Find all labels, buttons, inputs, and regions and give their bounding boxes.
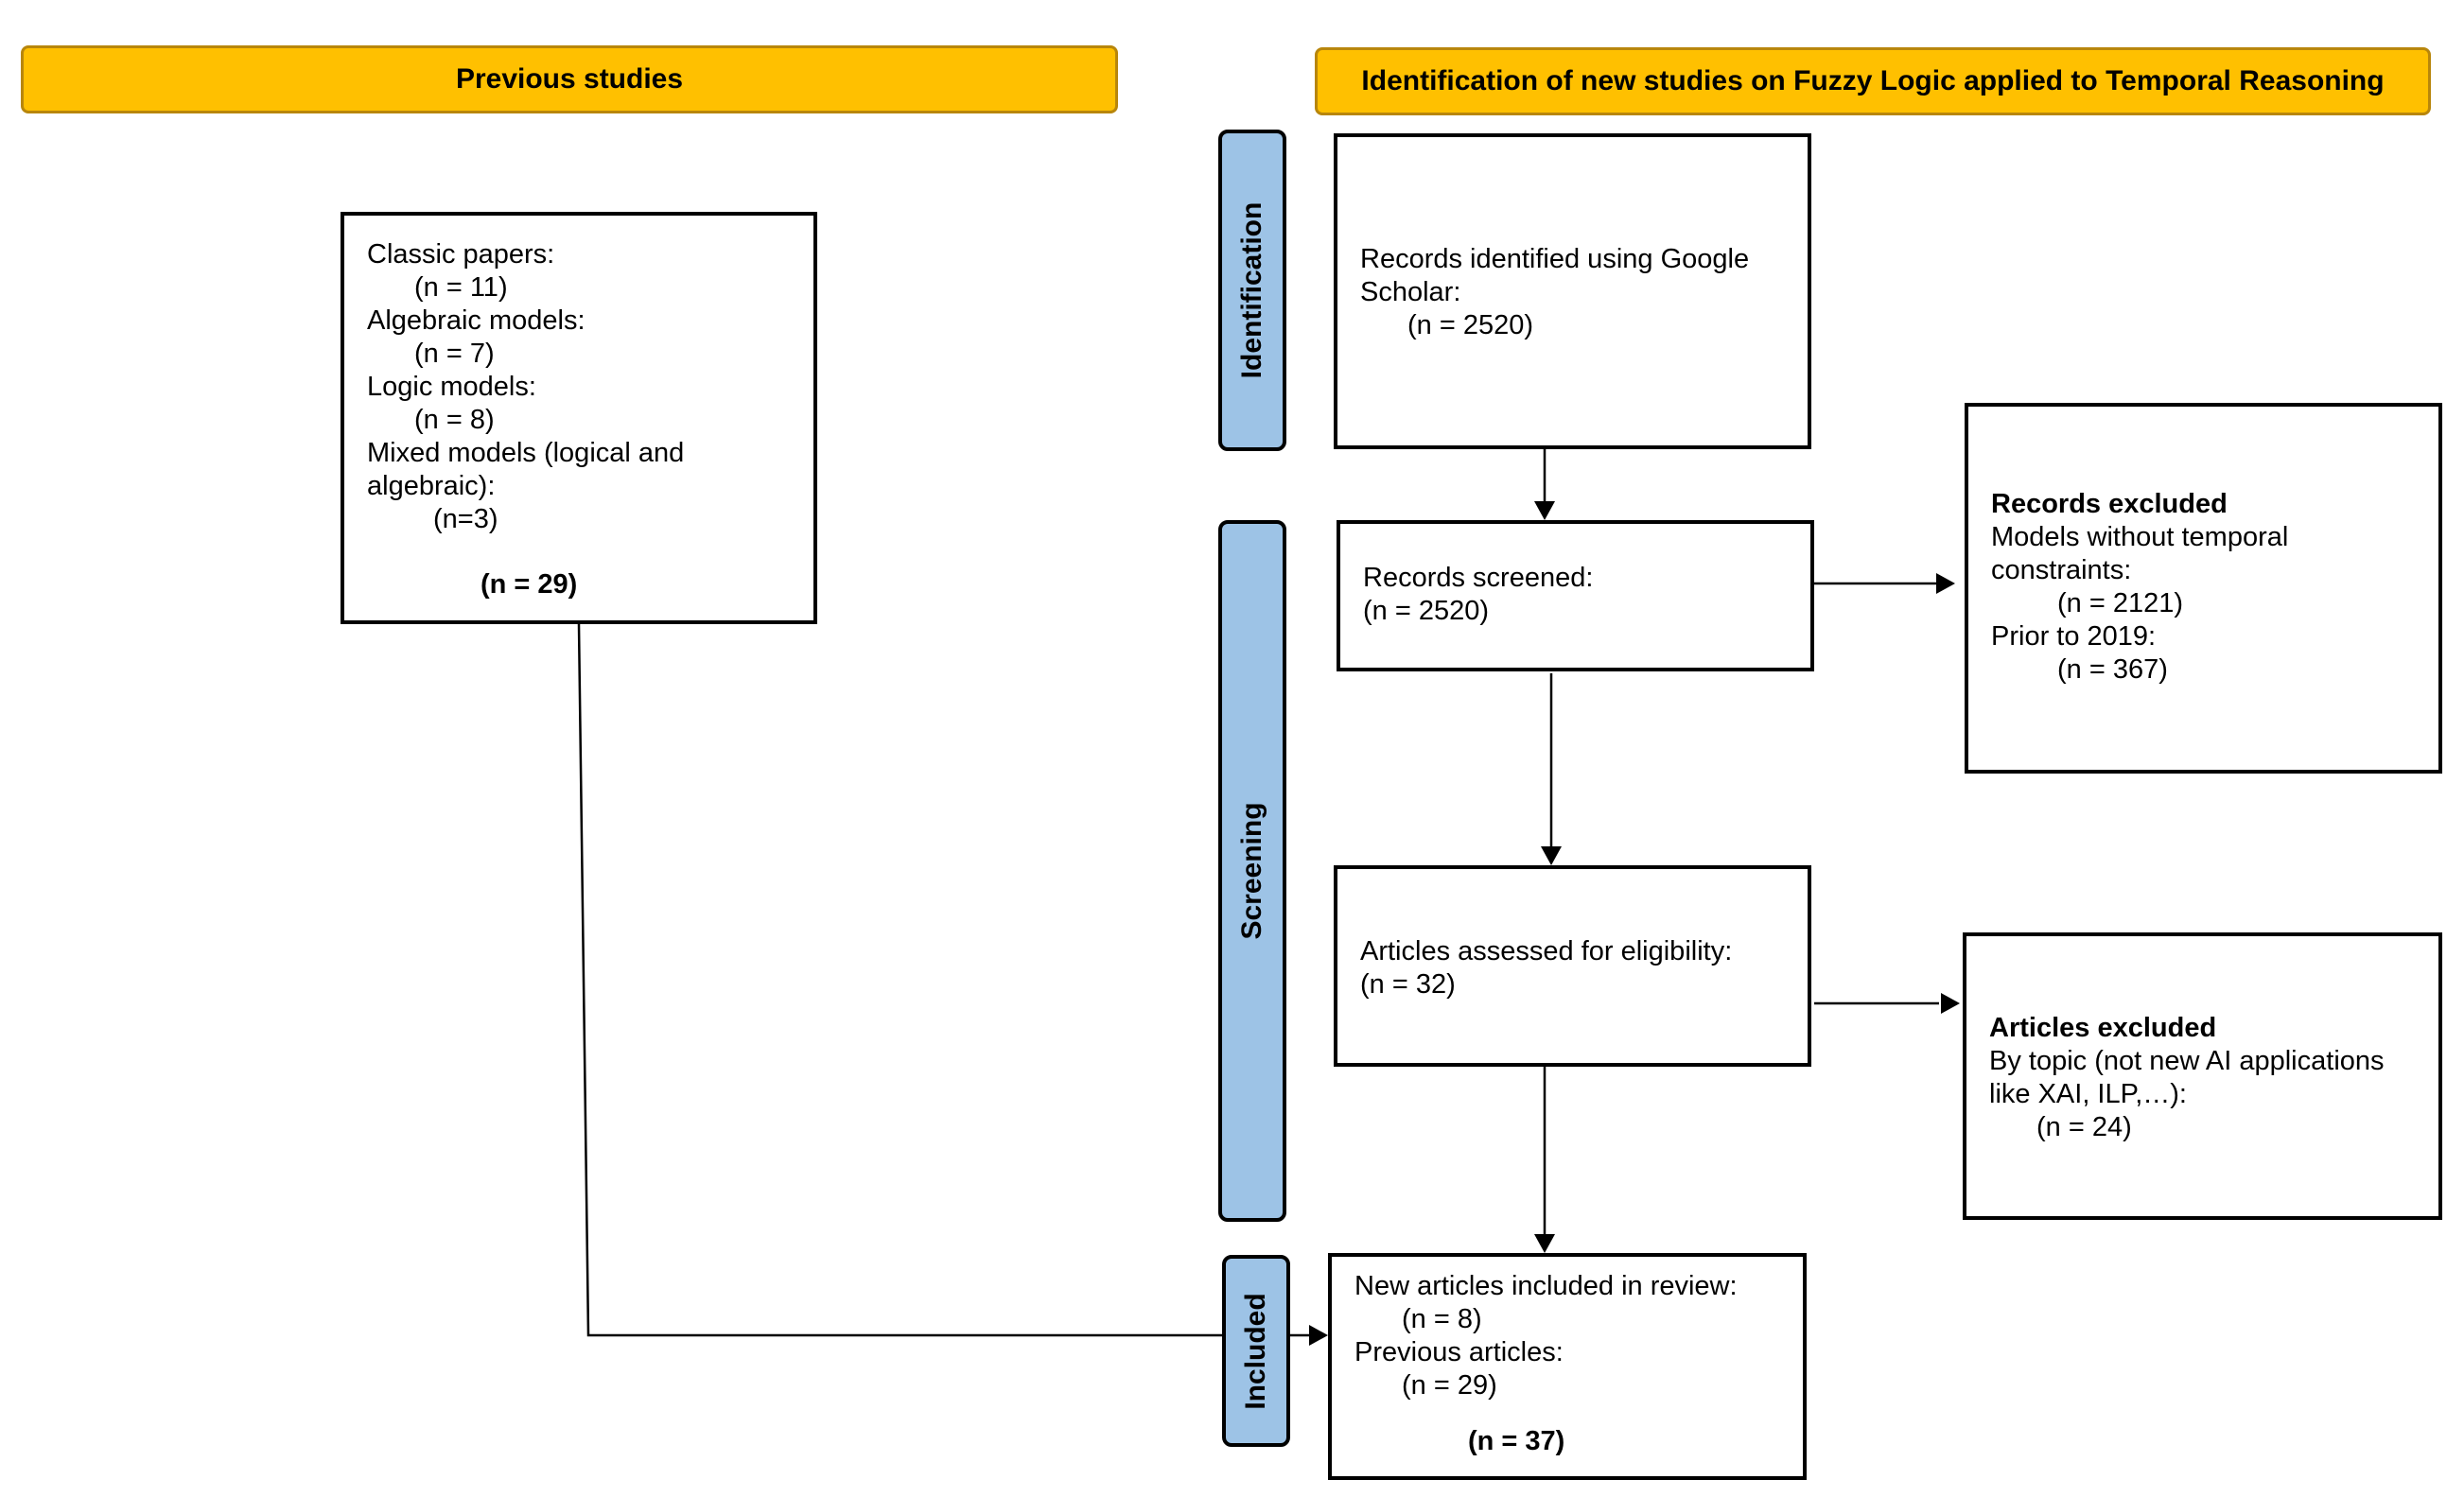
previous-line-6: (n = 8) — [414, 405, 495, 435]
included-total: (n = 37) — [1468, 1426, 1565, 1456]
arrowhead-to-included-box — [1309, 1325, 1328, 1346]
arrowhead-identified-to-screened — [1534, 501, 1555, 520]
records-screened-box: Records screened: (n = 2520) — [1337, 520, 1814, 671]
previous-line-9: (n=3) — [433, 504, 498, 534]
header-previous-studies-label: Previous studies — [455, 63, 684, 95]
identified-line-3: (n = 2520) — [1407, 310, 1534, 340]
articles-excluded-line-1: By topic (not new AI applications — [1989, 1046, 2385, 1076]
eligibility-line-2: (n = 32) — [1360, 969, 1456, 1000]
previous-line-8: algebraic): — [367, 471, 496, 501]
included-line-4: (n = 29) — [1402, 1370, 1497, 1401]
header-identification-new-studies: Identification of new studies on Fuzzy L… — [1315, 47, 2431, 115]
screened-line-1: Records screened: — [1363, 563, 1594, 593]
records-excluded-line-4: Prior to 2019: — [1991, 621, 2157, 652]
articles-excluded-box: Articles excluded By topic (not new AI a… — [1963, 932, 2442, 1220]
header-identification-label: Identification of new studies on Fuzzy L… — [1361, 65, 2385, 96]
records-excluded-line-3: (n = 2121) — [2057, 588, 2184, 618]
included-line-3: Previous articles: — [1354, 1337, 1564, 1367]
identified-line-1: Records identified using Google — [1360, 244, 1750, 274]
eligibility-box: Articles assessed for eligibility: (n = … — [1334, 865, 1811, 1067]
records-excluded-title: Records excluded — [1991, 489, 2228, 519]
screened-line-2: (n = 2520) — [1363, 596, 1490, 626]
included-line-1: New articles included in review: — [1354, 1271, 1738, 1301]
articles-excluded-line-2: like XAI, ILP,…): — [1989, 1079, 2187, 1109]
previous-line-5: Logic models: — [367, 372, 536, 402]
stage-identification: Identification — [1218, 130, 1286, 451]
previous-line-3: Algebraic models: — [367, 305, 585, 336]
records-identified-box: Records identified using Google Scholar:… — [1334, 133, 1811, 449]
line-previous-to-included — [577, 623, 1222, 1337]
arrowhead-eligibility-to-articles-excluded — [1941, 993, 1960, 1014]
records-excluded-box: Records excluded Models without temporal… — [1965, 403, 2442, 774]
stage-included: Included — [1222, 1255, 1290, 1447]
identified-line-2: Scholar: — [1360, 277, 1461, 307]
arrowhead-eligibility-to-included — [1534, 1234, 1555, 1253]
previous-line-1: Classic papers: — [367, 239, 555, 270]
arrowhead-screened-to-eligibility — [1541, 846, 1562, 865]
header-previous-studies: Previous studies — [21, 45, 1118, 113]
eligibility-line-1: Articles assessed for eligibility: — [1360, 936, 1733, 966]
articles-excluded-title: Articles excluded — [1989, 1013, 2217, 1043]
previous-total: (n = 29) — [481, 569, 578, 600]
records-excluded-line-1: Models without temporal — [1991, 522, 2289, 552]
records-excluded-line-5: (n = 367) — [2057, 654, 2168, 685]
previous-line-4: (n = 7) — [414, 339, 495, 369]
records-excluded-line-2: constraints: — [1991, 555, 2132, 585]
previous-line-2: (n = 11) — [414, 272, 508, 303]
included-box: New articles included in review: (n = 8)… — [1328, 1253, 1807, 1480]
arrowhead-screened-to-records-excluded — [1936, 573, 1955, 594]
previous-studies-box: Classic papers: (n = 11) Algebraic model… — [341, 212, 817, 624]
previous-line-7: Mixed models (logical and — [367, 438, 685, 468]
stage-screening: Screening — [1218, 520, 1286, 1222]
included-line-2: (n = 8) — [1402, 1304, 1482, 1334]
articles-excluded-line-3: (n = 24) — [2036, 1112, 2132, 1142]
